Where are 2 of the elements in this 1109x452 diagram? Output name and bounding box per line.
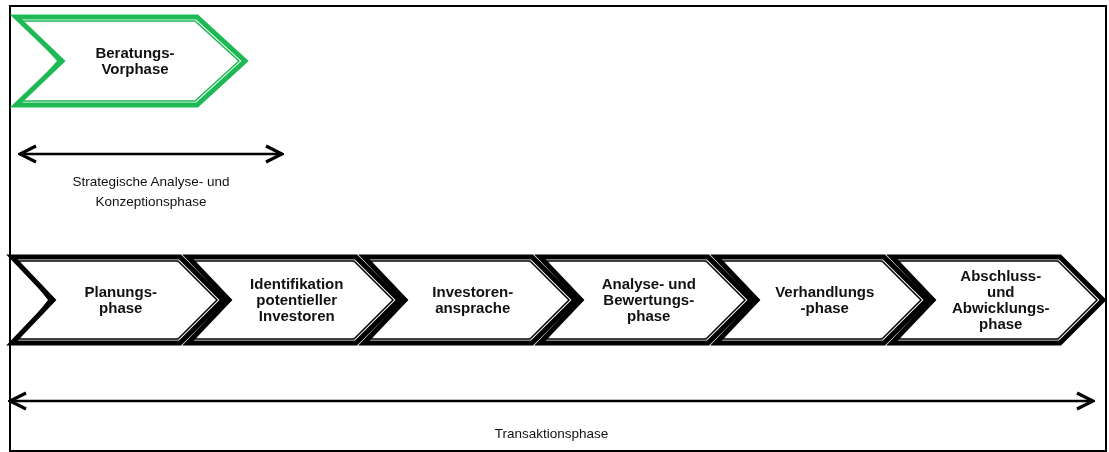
span-label: Transaktionsphase bbox=[493, 425, 610, 443]
span-label: Strategische Analyse- und Konzeptionsphase bbox=[71, 173, 231, 211]
